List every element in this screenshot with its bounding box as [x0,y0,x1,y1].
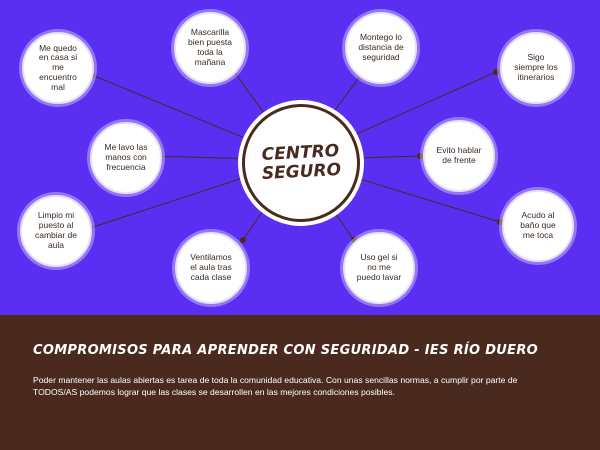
node-ventilamos: Ventilamos el aula tras cada clase [175,232,247,304]
node-distancia: Montego lo distancia de seguridad [345,12,417,84]
node-lavo-manos: Me lavo las manos con frecuencia [90,122,162,194]
footer-description: Poder mantener las aulas abiertas es tar… [33,375,518,398]
node-acudo-bano: Acudo al baño que me toca [502,190,574,262]
center-line-2: SEGURO [261,159,342,185]
node-me-quedo-en-casa: Me quedo en casa si me encuentro mal [22,32,94,104]
footer-panel [0,315,600,450]
node-limpio-puesto: Limpio mi puesto al cambiar de aula [20,195,92,267]
footer-title: COMPROMISOS PARA APRENDER CON SEGURIDAD … [33,343,538,358]
node-itinerarios: Sigo siempre los itinerarios [500,32,572,104]
node-mascarilla: Mascarilla bien puesta toda la mañana [174,12,246,84]
node-uso-gel: Uso gel si no me puedo lavar [343,232,415,304]
node-evito-hablar: Evito hablar de frente [423,120,495,192]
